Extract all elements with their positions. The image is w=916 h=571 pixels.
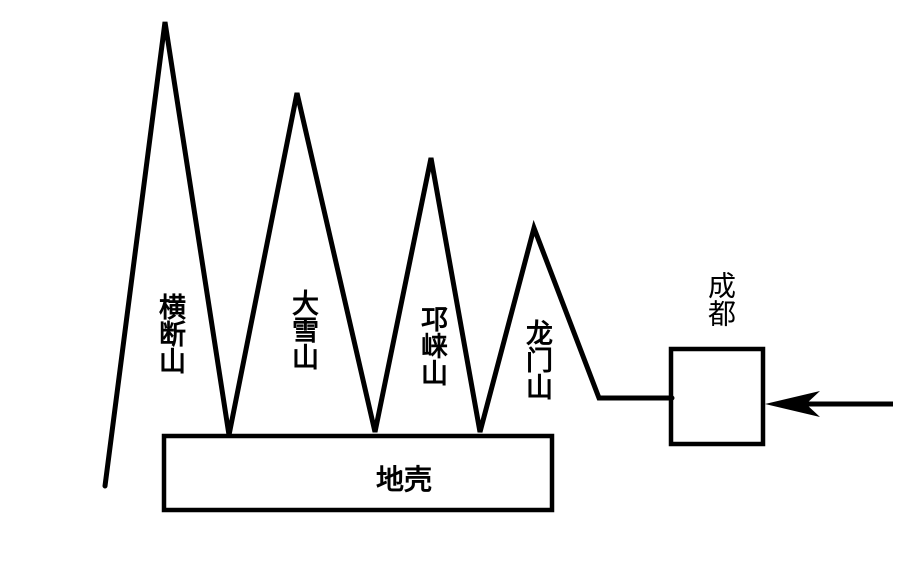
mountain-ridge-line xyxy=(102,21,675,489)
crust-block xyxy=(161,433,555,513)
mountain-label-qionglai: 邛崃山 xyxy=(416,305,447,386)
arrow-left-icon xyxy=(765,391,893,417)
chengdu-box xyxy=(668,346,766,447)
mountain-label-daxue: 大雪山 xyxy=(287,289,318,370)
city-label-chengdu: 成都 xyxy=(704,271,737,327)
crust-label: 地壳 xyxy=(375,463,432,496)
mountain-label-hengduan: 横断山 xyxy=(154,293,185,374)
mountain-label-longmen: 龙门山 xyxy=(521,319,552,400)
